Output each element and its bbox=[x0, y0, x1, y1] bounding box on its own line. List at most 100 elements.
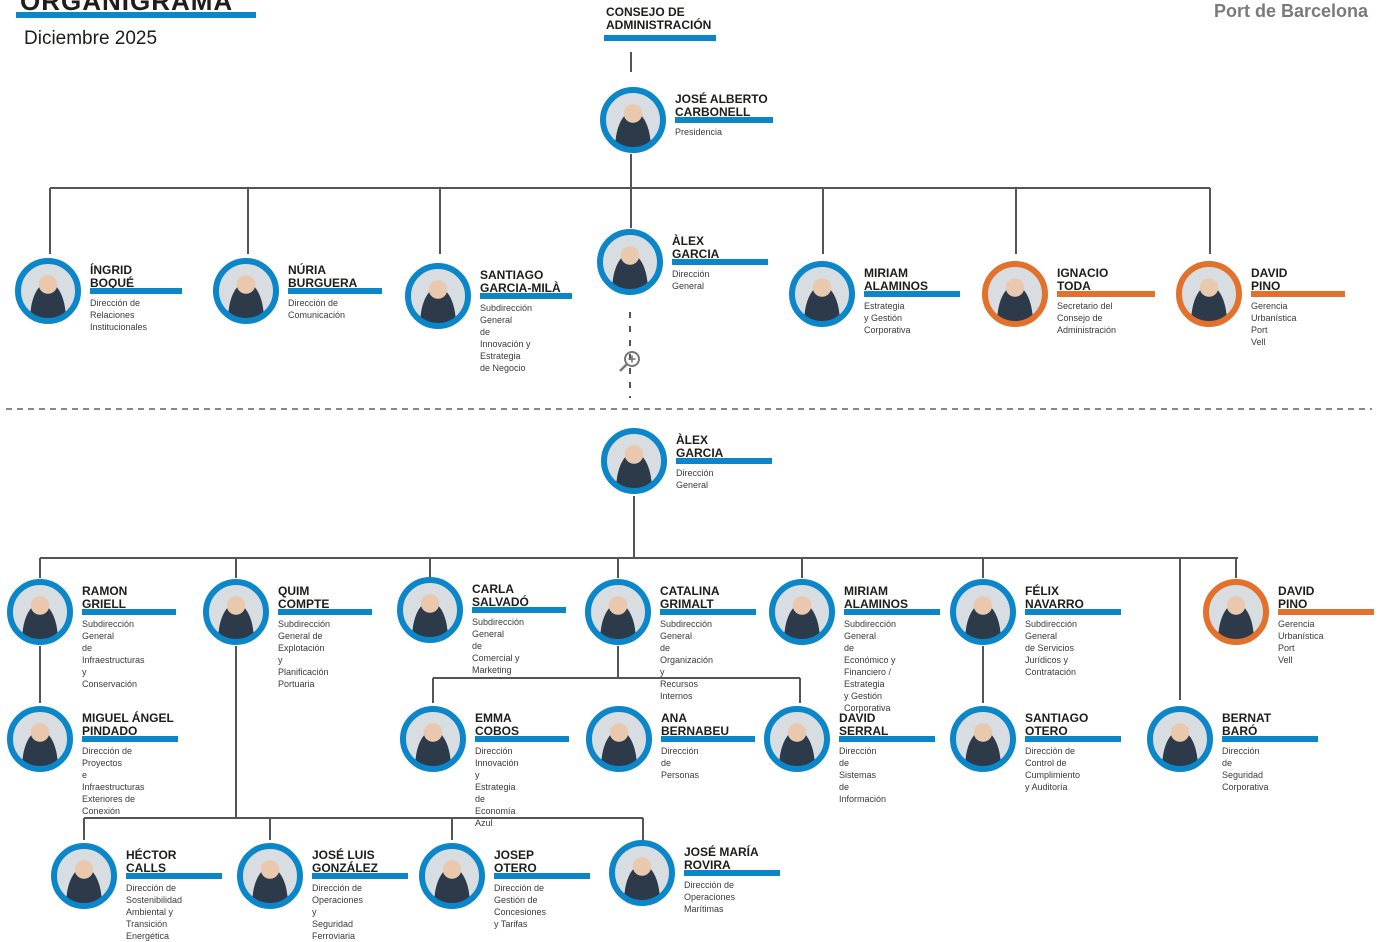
council-underline bbox=[604, 35, 716, 41]
name-underline bbox=[1025, 609, 1121, 615]
person-role: Dirección General bbox=[672, 269, 710, 291]
avatar bbox=[600, 87, 666, 153]
avatar bbox=[601, 428, 667, 494]
person-first-name: MIGUEL ÁNGEL bbox=[82, 711, 174, 725]
person-role: Dirección Innovación y Estrategia de Eco… bbox=[475, 746, 519, 828]
name-underline bbox=[660, 609, 756, 615]
person-first-name: ÀLEX bbox=[676, 433, 709, 447]
person-first-name: DAVID bbox=[1278, 584, 1315, 598]
person-first-name: MIRIAM bbox=[864, 266, 908, 280]
name-underline bbox=[312, 873, 408, 879]
person-last-name: SERRAL bbox=[839, 724, 889, 738]
name-underline bbox=[472, 607, 566, 613]
person-last-name: GARCIA bbox=[676, 446, 724, 460]
avatar bbox=[1203, 579, 1269, 645]
page-date: Diciembre 2025 bbox=[24, 28, 158, 49]
name-underline bbox=[82, 736, 178, 742]
person-role: Subdirección General de Infraestructuras… bbox=[82, 619, 145, 689]
name-underline bbox=[672, 259, 768, 265]
name-underline bbox=[494, 873, 590, 879]
person-first-name: DAVID bbox=[1251, 266, 1288, 280]
person-first-name: IGNACIO bbox=[1057, 266, 1109, 280]
person-last-name: NAVARRO bbox=[1025, 597, 1084, 611]
zoom-in-icon[interactable] bbox=[618, 350, 642, 374]
name-underline bbox=[676, 458, 772, 464]
title-underline bbox=[16, 12, 256, 18]
person-last-name: GARCIA-MILÀ bbox=[480, 281, 561, 295]
person-first-name: JOSEP bbox=[494, 848, 535, 862]
name-underline bbox=[864, 291, 960, 297]
person-role: Subdirección General de Explotación y Pl… bbox=[278, 619, 331, 689]
avatar bbox=[7, 579, 73, 645]
avatar bbox=[769, 579, 835, 645]
avatar bbox=[203, 579, 269, 645]
person-role: Dirección de Operaciones Marítimas bbox=[684, 880, 736, 914]
name-underline bbox=[288, 288, 382, 294]
person-role: Dirección de Proyectos e Infraestructura… bbox=[82, 746, 145, 816]
person-last-name: BERNABEU bbox=[661, 724, 730, 738]
brand-logo-text: Port de Barcelona bbox=[1213, 1, 1368, 21]
avatar bbox=[400, 706, 466, 772]
person-last-name: ALAMINOS bbox=[844, 597, 908, 611]
person-role: Dirección de Relaciones Institucionales bbox=[90, 298, 148, 332]
avatar bbox=[419, 843, 485, 909]
person-first-name: DAVID bbox=[839, 711, 876, 725]
person-role: Dirección de Seguridad Corporativa bbox=[1222, 746, 1269, 792]
person-first-name: EMMA bbox=[475, 711, 512, 725]
person-last-name: PINO bbox=[1278, 597, 1308, 611]
name-underline bbox=[844, 609, 940, 615]
person-role: Subdirección General de Económico y Fina… bbox=[844, 619, 897, 713]
person-role: Subdirección General de Innovación y Est… bbox=[480, 303, 533, 373]
person-last-name: BARÓ bbox=[1222, 724, 1258, 738]
person-first-name: CATALINA bbox=[660, 584, 720, 598]
name-underline bbox=[684, 870, 780, 876]
person-last-name: GARCIA bbox=[672, 247, 720, 261]
person-last-name: ALAMINOS bbox=[864, 279, 928, 293]
person-first-name: MIRIAM bbox=[844, 584, 888, 598]
name-underline bbox=[1025, 736, 1121, 742]
avatar bbox=[7, 706, 73, 772]
person-first-name: JOSÉ ALBERTO bbox=[675, 92, 768, 106]
person-last-name: COMPTE bbox=[278, 597, 330, 611]
person-last-name: GONZÁLEZ bbox=[312, 861, 378, 875]
person-last-name: PINO bbox=[1251, 279, 1281, 293]
name-underline bbox=[90, 288, 182, 294]
person-role: Dirección de Sistemas de Información bbox=[839, 746, 887, 804]
person-first-name: SANTIAGO bbox=[1025, 711, 1089, 725]
name-underline bbox=[675, 117, 773, 123]
avatar bbox=[586, 706, 652, 772]
person-role: Dirección de Personas bbox=[661, 746, 700, 780]
avatar bbox=[950, 706, 1016, 772]
person-last-name: SALVADÓ bbox=[472, 595, 529, 609]
avatar bbox=[609, 840, 675, 906]
avatar bbox=[397, 577, 463, 643]
person-last-name: CALLS bbox=[126, 861, 166, 875]
person-role: Estrategia y Gestión Corporativa bbox=[864, 301, 911, 335]
person-last-name: OTERO bbox=[494, 861, 537, 875]
name-underline bbox=[1057, 291, 1155, 297]
avatar bbox=[789, 261, 855, 327]
name-underline bbox=[480, 293, 572, 299]
person-role: Gerencia Urbanística Port Vell bbox=[1251, 301, 1297, 347]
person-role: Dirección General bbox=[676, 468, 714, 490]
person-first-name: HÉCTOR bbox=[126, 848, 177, 862]
council-label: CONSEJO DE ADMINISTRACIÓN bbox=[606, 5, 712, 32]
person-last-name: OTERO bbox=[1025, 724, 1068, 738]
